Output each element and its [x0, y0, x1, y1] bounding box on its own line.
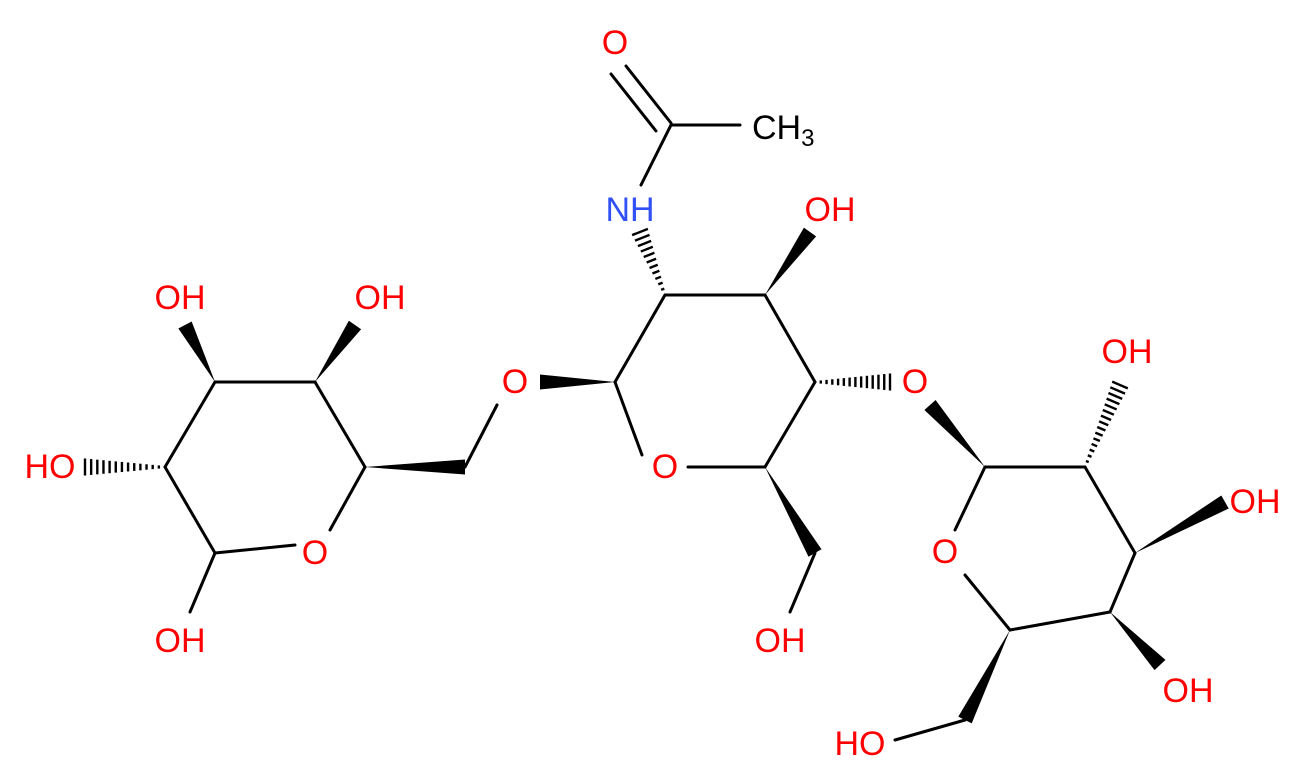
left-ring-c1-c2 [163, 465, 217, 555]
ring-oxygen-middle-label: O [652, 448, 678, 486]
hydroxymethyl-middle-label: OH [755, 622, 806, 660]
right-ring-o-c1 [953, 465, 987, 532]
left-c5-ch2-wedge [365, 459, 465, 475]
left-c2-oh-hashed [83, 458, 167, 476]
hydroxyl-right-c3-label: OH [1230, 483, 1281, 521]
amide-nh-label: NH [605, 191, 654, 229]
right-ring-c3-c4 [1108, 551, 1137, 614]
left-c3-oh-wedge [178, 321, 215, 382]
left-link-o-ch2 [463, 403, 499, 469]
mid-ring-c1-c2 [613, 293, 667, 384]
mid-c4-o-hashed [813, 373, 892, 391]
hydroxymethyl-right-label: HO [835, 725, 886, 763]
hydroxyl-right-c2-label: OH [1102, 333, 1153, 371]
left-c4-oh-wedge [315, 320, 362, 382]
right-ring-c2-c3 [1083, 465, 1137, 555]
right-c3-oh-wedge [1135, 495, 1229, 553]
right-c5-ch2-wedge [958, 630, 1010, 724]
amine-hashed-bond [631, 227, 667, 297]
hydroxyl-left-c3-label: OH [355, 279, 406, 317]
amide-bond [639, 123, 673, 187]
ring-oxygen-left-label: O [302, 534, 328, 572]
hydroxyl-left-c1-label: OH [155, 622, 206, 660]
right-c1-o-wedge [924, 400, 985, 467]
hydroxyl-c3-label: OH [805, 191, 856, 229]
glycosidic-oxygen-right-label: O [902, 363, 928, 401]
ring-oxygen-right-label: O [932, 533, 958, 571]
mid-c5-ch2-wedge [765, 467, 822, 557]
right-ch2-oh-bond [893, 718, 967, 742]
mid-ring-c3-c4 [763, 293, 817, 384]
right-c4-oh-wedge [1110, 612, 1166, 671]
mid-c3-oh-wedge [765, 227, 817, 295]
bond-layer [83, 64, 1229, 742]
left-ring-o-c1 [213, 543, 297, 555]
right-ring-c4-c5 [1008, 610, 1112, 632]
right-ring-c5-o [963, 573, 1012, 632]
right-c2-oh-hashed [1083, 380, 1129, 469]
hydroxyl-left-c4-label: OH [155, 279, 206, 317]
acetyl-oxygen-label: O [602, 24, 628, 62]
mid-ch2-oh-bond [788, 551, 817, 614]
left-c1-oh-bond [188, 551, 217, 614]
left-ring-c5-o [328, 465, 367, 532]
glycosidic-oxygen-left-label: O [502, 363, 528, 401]
atom-label-layer: O CH3 NH OH O O O OH O OH OH HO OH O OH … [25, 24, 1281, 763]
hydroxyl-right-c4-label: OH [1163, 672, 1214, 710]
mid-c1-o-wedge [540, 374, 615, 390]
mid-ring-o-c1 [613, 380, 644, 457]
carbonyl-double-bond-a [624, 64, 673, 125]
mid-ring-c4-c5 [763, 380, 817, 469]
methyl-label: CH3 [752, 109, 814, 152]
left-ring-c2-c3 [163, 380, 217, 469]
hydroxyl-left-c2-label: HO [25, 448, 76, 486]
carbonyl-double-bond-b [609, 72, 658, 133]
left-ring-c4-c5 [313, 380, 367, 469]
